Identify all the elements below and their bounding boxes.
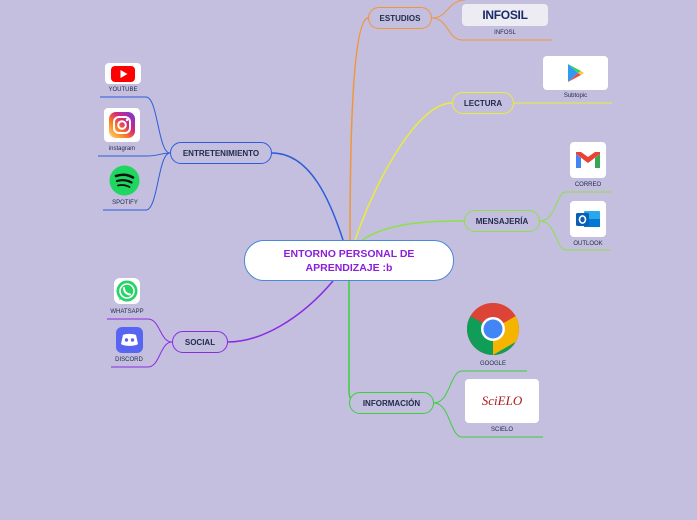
spotify-icon[interactable] [109, 165, 140, 196]
discord-icon[interactable] [116, 327, 143, 353]
spotify-label: SPOTIFY [112, 200, 138, 206]
branch-estudios-label: ESTUDIOS [379, 13, 421, 23]
play-store-icon[interactable] [543, 56, 608, 90]
subtopic-label: Subtopic [563, 93, 588, 99]
gmail-icon[interactable] [570, 142, 606, 178]
branch-entretenimiento[interactable]: ENTRETENIMIENTO [170, 142, 272, 164]
chrome-icon[interactable] [466, 302, 520, 356]
outlook-icon[interactable] [570, 201, 606, 237]
outlook-label: OUTLOOK [573, 241, 603, 247]
whatsapp-label: WHATSAPP [110, 309, 144, 315]
google-label: GOOGLE [479, 361, 506, 367]
infosl-label: INFOSL [494, 30, 516, 36]
branch-estudios[interactable]: ESTUDIOS [368, 7, 432, 29]
instagram-icon[interactable] [104, 108, 140, 142]
root-node[interactable]: ENTORNO PERSONAL DE APRENDIZAJE :b [244, 240, 454, 281]
discord-label: DISCORD [115, 357, 143, 363]
instagram-label: instagram [108, 146, 136, 152]
scielo-logo[interactable]: SciELO [465, 379, 539, 423]
branch-entretenimiento-label: ENTRETENIMIENTO [182, 148, 260, 158]
youtube-label: YOUTUBE [108, 87, 138, 93]
branch-social-label: SOCIAL [184, 337, 216, 347]
branch-mensajeria-label: MENSAJERÍA [475, 216, 529, 226]
branch-lectura-label: LECTURA [463, 98, 503, 108]
youtube-icon[interactable] [105, 63, 141, 84]
branch-informacion[interactable]: INFORMACIÓN [349, 392, 434, 414]
root-title-line1: ENTORNO PERSONAL DE [283, 247, 415, 260]
scielo-label: SCIELO [490, 427, 513, 433]
whatsapp-icon[interactable] [114, 278, 140, 304]
branch-mensajeria[interactable]: MENSAJERÍA [464, 210, 540, 232]
branch-informacion-label: INFORMACIÓN [362, 398, 421, 408]
branch-social[interactable]: SOCIAL [172, 331, 228, 353]
root-title-line2: APRENDIZAJE :b [305, 261, 393, 274]
branch-lectura[interactable]: LECTURA [452, 92, 514, 114]
scielo-logo-text: SciELO [481, 393, 523, 408]
infosil-logo-text: INFOSIL [482, 8, 528, 22]
correo-label: CORREO [574, 182, 602, 188]
infosil-logo[interactable]: INFOSIL [462, 4, 548, 26]
